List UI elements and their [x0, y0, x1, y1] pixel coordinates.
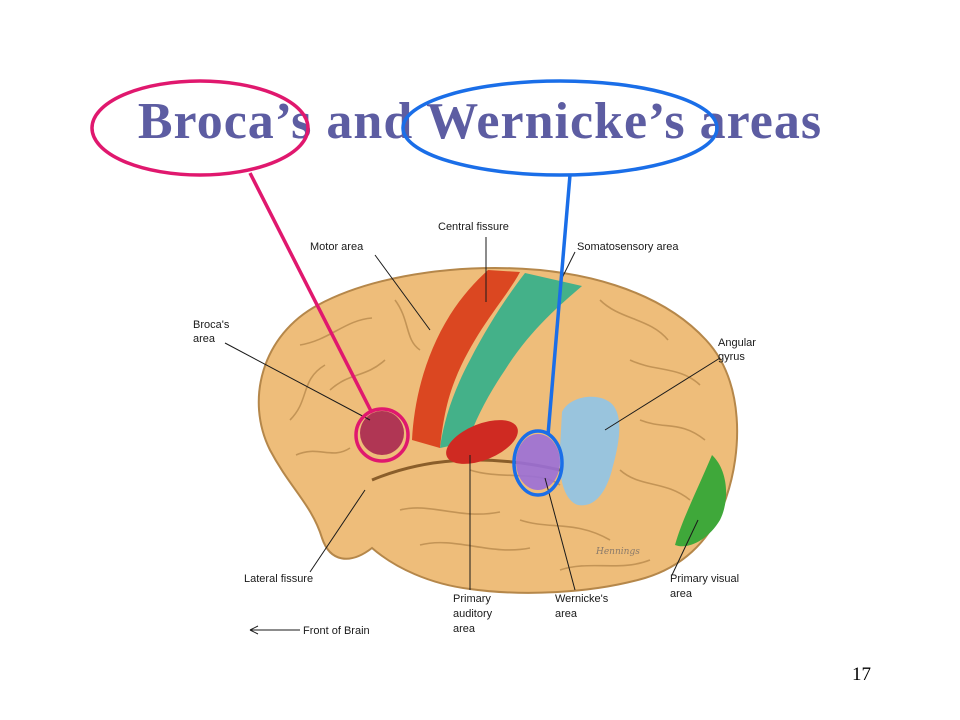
label-somatosensory-area: Somatosensory area — [577, 241, 679, 253]
label-brocas-area-line2: area — [193, 333, 216, 345]
label-primary-auditory-line1: Primary — [453, 593, 491, 605]
slide-number: 17 — [852, 664, 871, 685]
leader-lines — [224, 237, 721, 635]
label-front-of-brain: Front of Brain — [303, 625, 370, 637]
brocas-area-region — [360, 411, 404, 455]
label-wernickes-area-line2: area — [555, 608, 578, 620]
illustrator-signature: Hennings — [595, 547, 640, 557]
primary-visual-region — [675, 455, 727, 547]
label-lateral-fissure: Lateral fissure — [244, 573, 313, 585]
label-angular-gyrus-line1: Angular — [718, 337, 756, 349]
label-motor-area: Motor area — [310, 241, 364, 253]
label-primary-visual-line1: Primary visual — [670, 573, 739, 585]
label-wernickes-area-line1: Wernicke's — [555, 593, 609, 605]
broca-title-highlight — [90, 79, 310, 177]
wernicke-title-highlight — [401, 79, 719, 177]
label-primary-auditory-line2: auditory — [453, 608, 493, 620]
label-primary-auditory-line3: area — [453, 623, 476, 635]
somatosensory-area-region — [440, 273, 582, 448]
label-brocas-area-line1: Broca's — [193, 319, 230, 331]
label-angular-gyrus-line2: gyrus — [718, 351, 745, 363]
slide-title: Broca’s and Wernicke’s areas — [137, 93, 823, 150]
motor-area-region — [412, 270, 520, 448]
primary-auditory-region — [446, 420, 518, 464]
angular-gyrus-region — [559, 396, 620, 506]
label-primary-visual-line2: area — [670, 588, 693, 600]
wernicke-region-highlight — [512, 429, 564, 497]
broca-region-highlight — [354, 407, 410, 463]
wernicke-connector-line — [546, 174, 572, 436]
label-central-fissure: Central fissure — [438, 221, 509, 233]
wernickes-area-region — [516, 434, 560, 490]
broca-connector-line — [248, 172, 374, 414]
brain-folds — [289, 299, 706, 571]
